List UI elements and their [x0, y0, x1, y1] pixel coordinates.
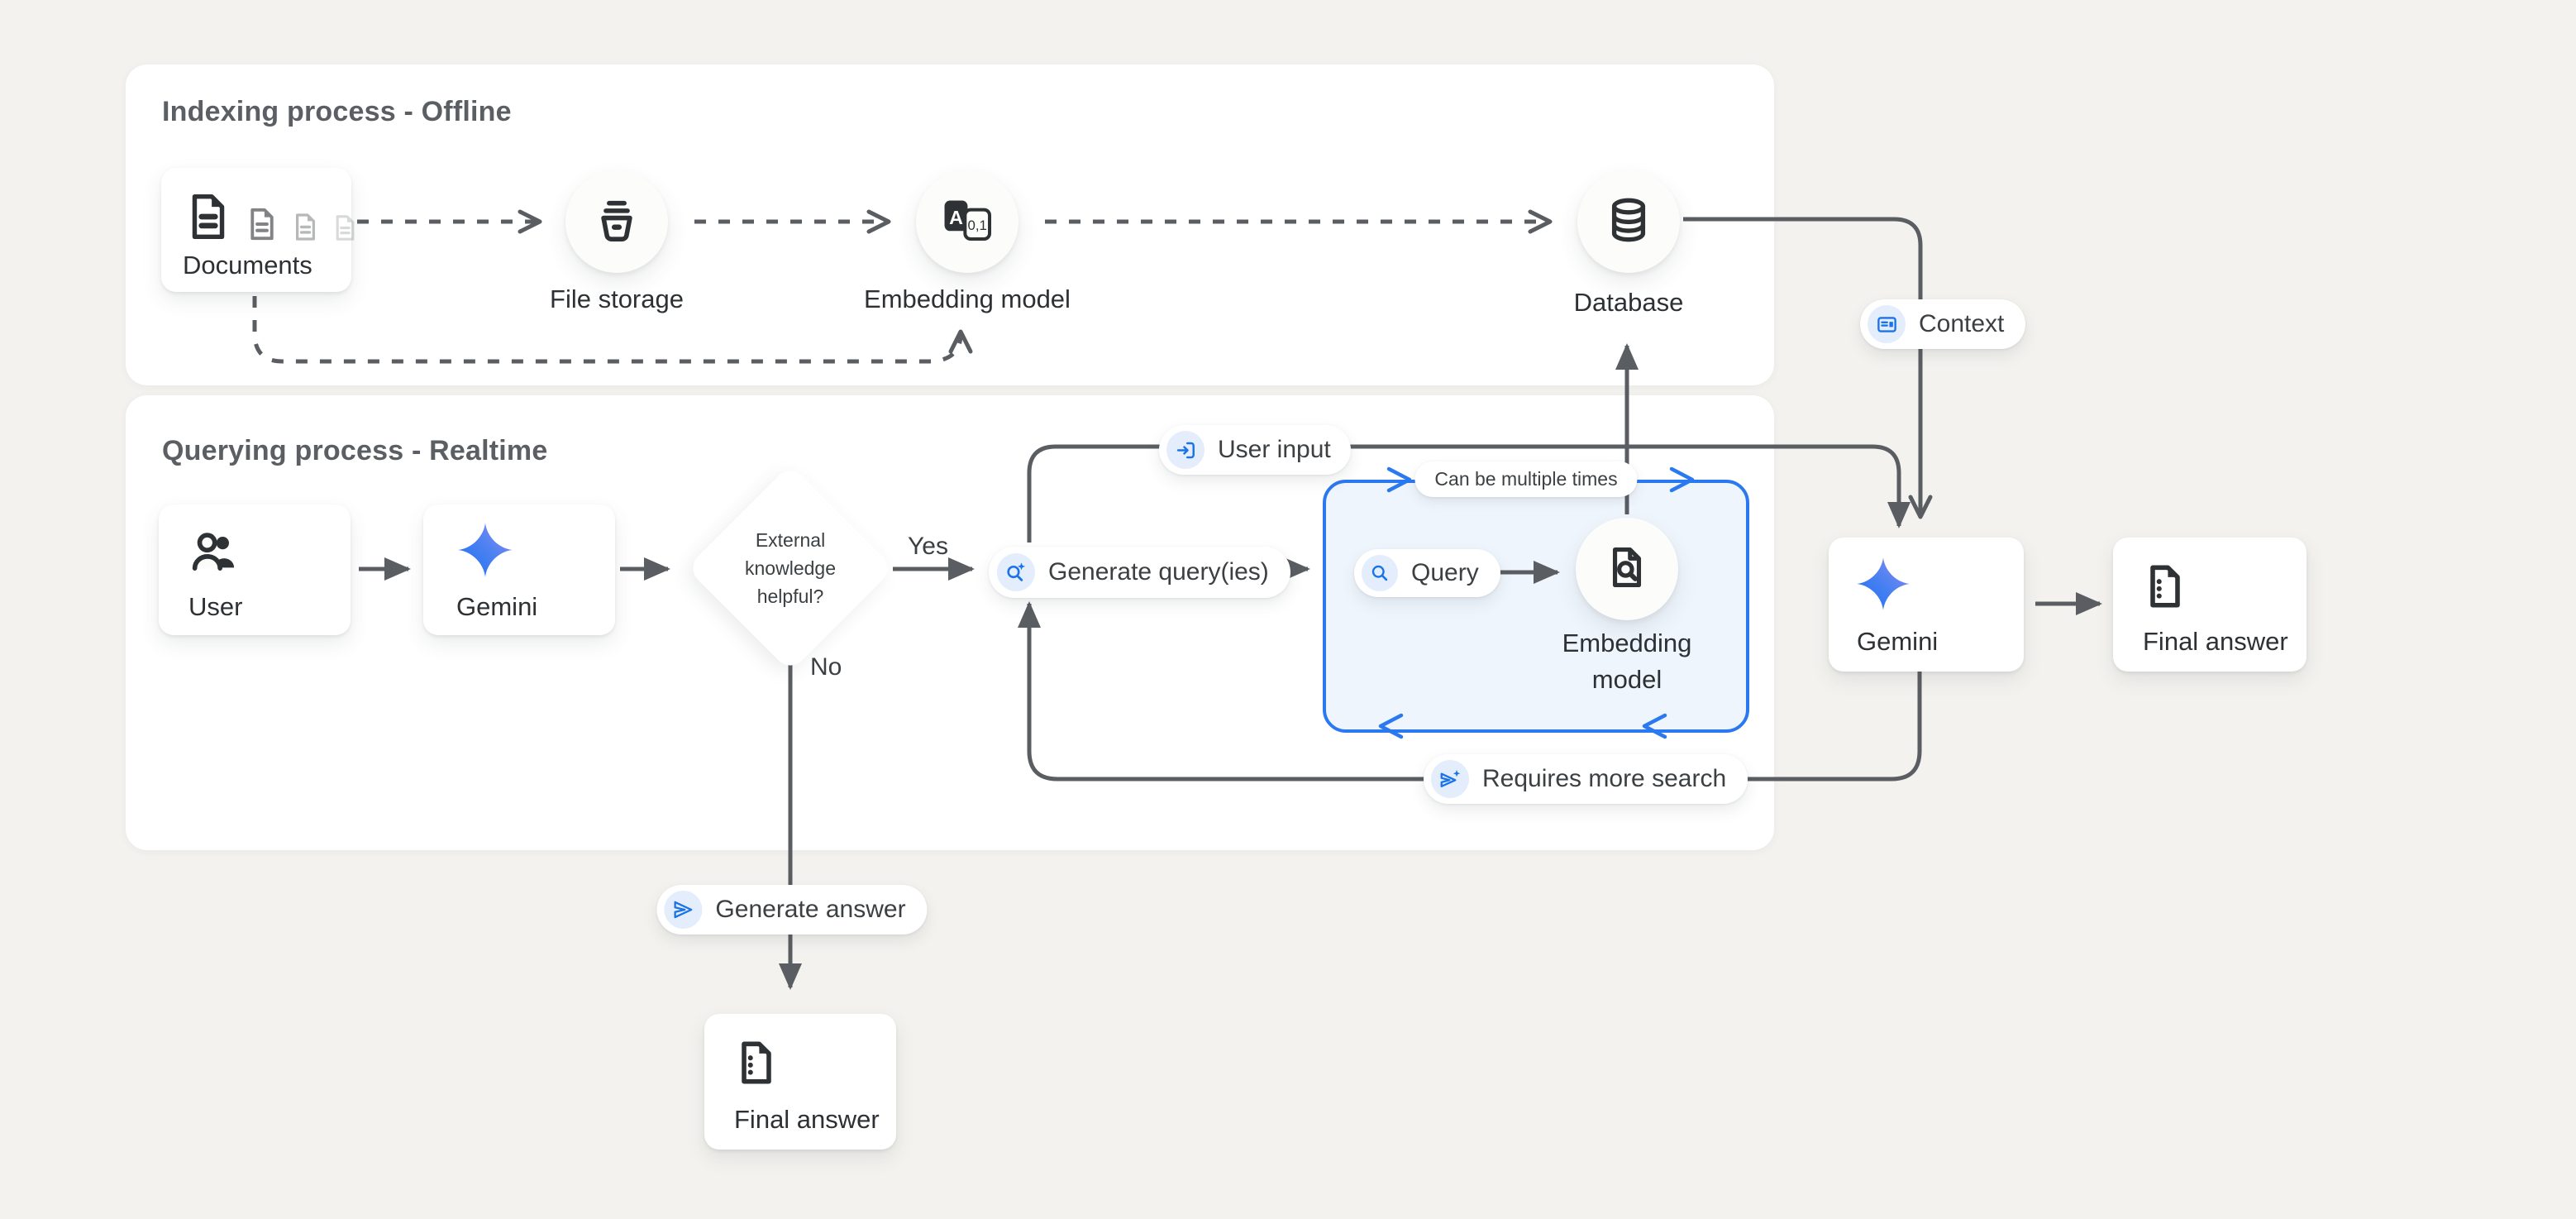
gemini-query-node: Gemini — [423, 504, 615, 635]
querying-section-title: Querying process - Realtime — [162, 435, 548, 466]
query-node: Query — [1354, 549, 1500, 597]
user-label: User — [188, 592, 243, 621]
gemini-answer-label: Gemini — [1857, 627, 1939, 656]
generate-queries-node: Generate query(ies) — [989, 547, 1290, 598]
user-input-badge-label: User input — [1218, 436, 1331, 463]
database-icon — [1605, 196, 1653, 248]
gemini-star-icon — [1855, 556, 1911, 616]
decision-label: External knowledge helpful? — [745, 529, 836, 607]
context-badge: Context — [1860, 299, 2026, 349]
requires-more-search-badge: Requires more search — [1424, 754, 1748, 804]
generate-queries-label: Generate query(ies) — [1048, 558, 1269, 586]
final-answer-bottom-label: Final answer — [734, 1105, 880, 1134]
storage-bucket-icon — [593, 196, 641, 248]
indexing-section-title: Indexing process - Offline — [162, 96, 512, 127]
can-be-multiple-times-badge: Can be multiple times — [1414, 461, 1638, 497]
documents-node: Documents — [161, 168, 355, 292]
embedding-model-index-label: Embedding model — [864, 284, 1071, 313]
document-icon — [183, 191, 234, 246]
login-input-icon — [1166, 431, 1205, 469]
no-edge-label: No — [810, 653, 842, 681]
users-icon — [188, 526, 241, 580]
svg-text:A: A — [949, 206, 963, 227]
requires-more-search-label: Requires more search — [1482, 765, 1727, 792]
user-node: User — [159, 504, 351, 635]
document-search-icon — [1604, 544, 1650, 595]
search-icon — [1362, 555, 1398, 591]
documents-label: Documents — [183, 251, 312, 280]
final-answer-bottom-node: Final answer — [704, 1014, 896, 1150]
send-sparkle-icon — [1431, 760, 1469, 798]
embedding-model-query-node — [1576, 518, 1678, 620]
document-summary-icon — [2141, 562, 2189, 614]
database-label: Database — [1573, 288, 1684, 317]
article-context-icon — [1868, 305, 1906, 343]
document-icon — [331, 213, 360, 246]
document-summary-icon — [732, 1039, 780, 1091]
gemini-query-label: Gemini — [456, 592, 538, 621]
send-icon — [664, 891, 703, 929]
search-sparkle-icon — [997, 553, 1035, 591]
gemini-answer-node: Gemini — [1829, 538, 2024, 672]
svg-text:0,1: 0,1 — [967, 217, 986, 232]
context-badge-label: Context — [1919, 310, 2005, 337]
file-storage-node — [565, 170, 668, 273]
generate-answer-badge: Generate answer — [656, 885, 928, 935]
document-icon — [290, 212, 321, 246]
file-storage-label: File storage — [550, 284, 684, 313]
final-answer-right-label: Final answer — [2143, 627, 2288, 656]
embedding-model-query-label: Embedding model — [1562, 629, 1692, 694]
document-icon — [244, 206, 280, 246]
user-input-badge: User input — [1159, 425, 1351, 475]
final-answer-right-node: Final answer — [2113, 538, 2306, 672]
yes-edge-label: Yes — [908, 533, 948, 560]
generate-answer-badge-label: Generate answer — [715, 896, 906, 923]
query-label: Query — [1411, 559, 1479, 586]
translate-embedding-icon: A 0,1 — [942, 198, 993, 246]
database-node — [1577, 170, 1680, 273]
gemini-star-icon — [456, 521, 514, 583]
embedding-model-index-node: A 0,1 — [916, 170, 1018, 273]
